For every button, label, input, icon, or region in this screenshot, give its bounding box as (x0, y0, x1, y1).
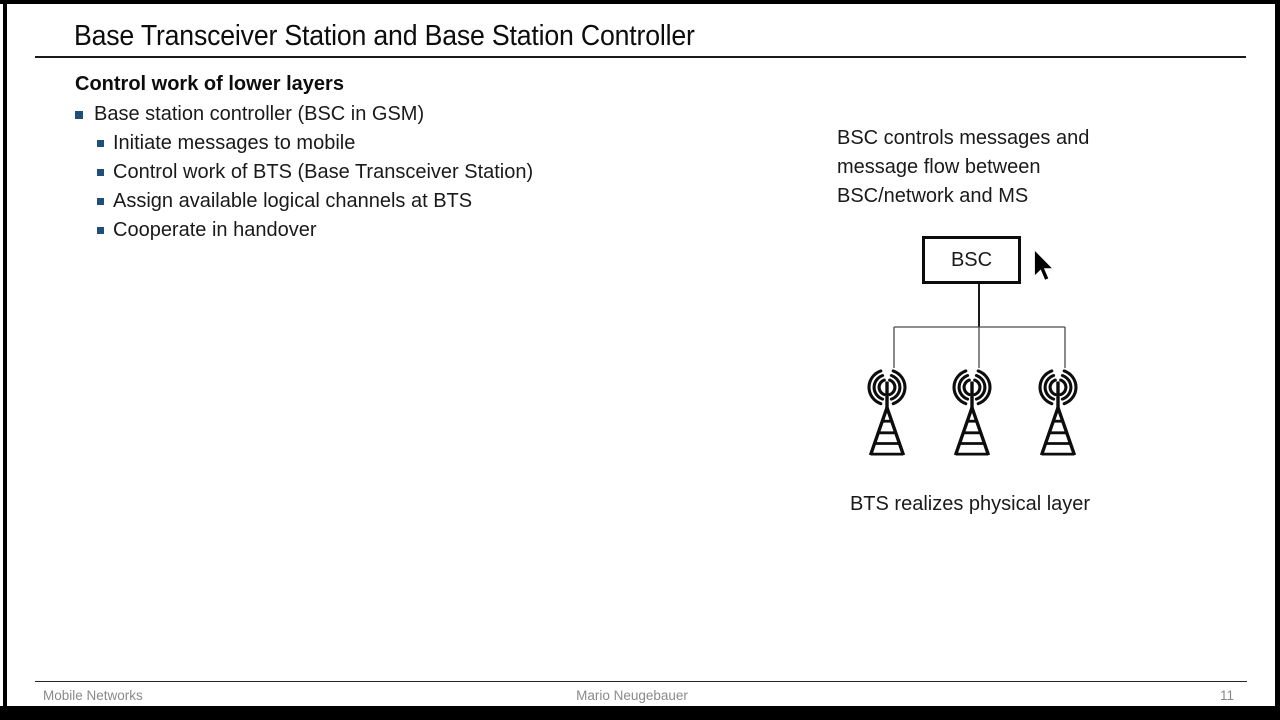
bullet-list: Base station controller (BSC in GSM) Ini… (75, 100, 533, 245)
radio-tower-icon (1038, 369, 1078, 457)
frame-edge-sliver (0, 4, 3, 706)
footer-page-number: 11 (1219, 688, 1234, 703)
bullet-square-icon (97, 198, 104, 205)
footer-divider (35, 681, 1247, 682)
bullet-square-icon (97, 227, 104, 234)
bullet-square-icon (97, 169, 104, 176)
bullet-item: Assign available logical channels at BTS (97, 187, 533, 216)
radio-tower-icon (867, 369, 907, 457)
bullet-item: Cooperate in handover (97, 216, 533, 245)
bullet-item: Control work of BTS (Base Transceiver St… (97, 158, 533, 187)
bullet-square-icon (97, 140, 104, 147)
footer-course: Mobile Networks (43, 688, 143, 703)
title-divider (35, 56, 1246, 58)
bullet-item-label: Cooperate in handover (113, 219, 317, 241)
footer-author: Mario Neugebauer (576, 688, 688, 703)
content-heading: Control work of lower layers (75, 73, 344, 95)
caption-line: message flow between (837, 156, 1041, 178)
slide-title: Base Transceiver Station and Base Statio… (74, 20, 695, 52)
bullet-item-label: Assign available logical channels at BTS (113, 190, 473, 212)
caption-line: BSC/network and MS (837, 185, 1029, 207)
bullet-square-icon (75, 111, 83, 119)
bsc-node-label: BSC (950, 248, 993, 271)
caption-line: BSC controls messages and (837, 127, 1090, 149)
bullet-item-label: Initiate messages to mobile (113, 132, 356, 154)
bullet-item-label: Control work of BTS (Base Transceiver St… (113, 161, 534, 183)
bsc-node: BSC (922, 236, 1021, 284)
radio-tower-icon (952, 369, 992, 457)
arrow-cursor-icon (1034, 249, 1054, 281)
bullet-item-label: Base station controller (BSC in GSM) (94, 103, 425, 125)
bullet-item: Initiate messages to mobile (97, 129, 533, 158)
slide: Base Transceiver Station and Base Statio… (7, 4, 1275, 706)
diagram-caption-bottom: BTS realizes physical layer (849, 493, 1091, 515)
diagram-caption-top: BSC controls messages and message flow b… (837, 124, 1089, 211)
bullet-item: Base station controller (BSC in GSM) (75, 100, 533, 129)
connector-lines (893, 284, 1066, 368)
